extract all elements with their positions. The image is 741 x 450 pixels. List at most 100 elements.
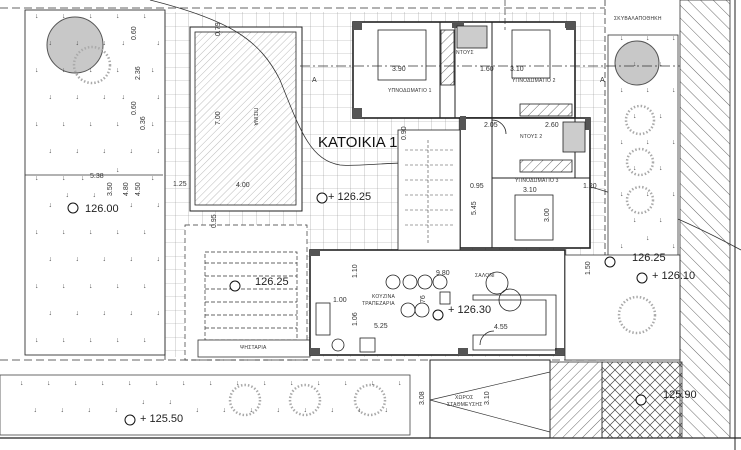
room-label-kitchen: ΚΟΥΖΙΝΑ xyxy=(372,294,395,300)
entrance-area xyxy=(564,254,681,361)
grass-marker: ↓ xyxy=(620,87,624,94)
grass-marker: ↓ xyxy=(49,148,53,155)
dimension-label: 2.60 xyxy=(545,122,559,129)
dimension-label: 3.10 xyxy=(523,187,537,194)
grass-marker: ↓ xyxy=(35,175,39,182)
grass-marker: ↓ xyxy=(89,283,93,290)
grass-marker: ↓ xyxy=(62,13,66,20)
grass-marker: ↓ xyxy=(62,337,66,344)
grass-marker: ↓ xyxy=(35,229,39,236)
grass-marker: ↓ xyxy=(620,35,624,42)
grass-marker: ↓ xyxy=(304,407,308,414)
grass-marker: ↓ xyxy=(646,139,650,146)
room-label-shower-1: ΝΤΟΥΣ xyxy=(456,50,474,56)
grass-marker: ↓ xyxy=(81,175,85,182)
grass-marker: ↓ xyxy=(88,407,92,414)
grass-marker: ↓ xyxy=(633,165,637,172)
wardrobe-1 xyxy=(440,29,455,86)
stairs xyxy=(405,140,455,245)
grass-marker: ↓ xyxy=(89,229,93,236)
dimension-label: 3.90 xyxy=(392,66,406,73)
dimension-label: 1.25 xyxy=(173,181,187,188)
room-label-parking-2: ΣΤΑΘΜΕΥΣΗΣ xyxy=(447,402,483,408)
room-label-pool: ΠΙΣΙΝΑ xyxy=(252,108,258,126)
grass-marker: ↓ xyxy=(250,407,254,414)
grass-marker: ↓ xyxy=(236,380,240,387)
grass-marker: ↓ xyxy=(223,407,227,414)
grass-marker: ↓ xyxy=(62,67,66,74)
grass-marker: ↓ xyxy=(398,380,402,387)
dimension-label: 4.80 xyxy=(123,182,130,196)
grass-marker: ↓ xyxy=(62,175,66,182)
grass-marker: ↓ xyxy=(358,407,362,414)
dimension-label: 1.20 xyxy=(583,183,597,190)
hatched-path xyxy=(549,361,603,439)
dimension-label: 0.95 xyxy=(470,183,484,190)
dimension-labels: 5.38 4.80 4.50 3.50 2.36 0.60 0.36 0.60 … xyxy=(90,22,597,405)
room-label-dining: ΤΡΑΠΕΖΑΡΙΑ xyxy=(362,301,395,307)
sink xyxy=(315,302,331,336)
grass-marker: ↓ xyxy=(116,229,120,236)
room-label-bbq: ΨΗΣΤΑΡΙΑ xyxy=(240,345,267,351)
grass-marker: ↓ xyxy=(62,229,66,236)
grass-marker: ↓ xyxy=(49,256,53,263)
grass-marker: ↓ xyxy=(209,380,213,387)
grass-marker: ↓ xyxy=(385,407,389,414)
grass-marker: ↓ xyxy=(49,202,53,209)
dimension-label: 4.50 xyxy=(135,182,142,196)
dimension-label: 3.10 xyxy=(484,391,491,405)
wardrobe-2 xyxy=(519,103,573,117)
room-label-bedroom-1: ΥΠΝΟΔΩΜΑΤΙΟ 1 xyxy=(388,88,432,94)
grass-marker: ↓ xyxy=(76,310,80,317)
grass-marker: ↓ xyxy=(89,337,93,344)
wardrobe-3 xyxy=(519,159,573,173)
grass-marker: ↓ xyxy=(89,121,93,128)
dimension-label: 0.36 xyxy=(140,116,147,130)
trees xyxy=(46,16,660,417)
dimension-label: 5.25 xyxy=(374,323,388,330)
columns xyxy=(310,22,591,355)
grass-marker: ↓ xyxy=(633,113,637,120)
grass-marker: ↓ xyxy=(116,283,120,290)
grass-marker: ↓ xyxy=(35,283,39,290)
grass-marker: ↓ xyxy=(143,283,147,290)
grass-marker: ↓ xyxy=(76,40,80,47)
grass-marker: ↓ xyxy=(103,310,107,317)
tree-canopy-right xyxy=(614,40,660,86)
dimension-label: 0.60 xyxy=(131,101,138,115)
grass-marker: ↓ xyxy=(47,380,51,387)
grass-marker: ↓ xyxy=(317,380,321,387)
dimension-label: 3.50 xyxy=(107,182,114,196)
grass-marker: ↓ xyxy=(62,121,66,128)
grass-marker: ↓ xyxy=(130,310,134,317)
dimension-label: 4.00 xyxy=(236,182,250,189)
dimension-label: 3.08 xyxy=(419,391,426,405)
dimension-label: 0.90 xyxy=(401,126,408,140)
grass-marker: ↓ xyxy=(620,139,624,146)
sofa xyxy=(472,294,557,351)
dimension-label: 2.05 xyxy=(484,122,498,129)
grass-marker: ↓ xyxy=(130,256,134,263)
grass-marker: ↓ xyxy=(344,380,348,387)
grass-marker: ↓ xyxy=(263,380,267,387)
grass-markers: ↓ ↓ ↓ ↓ ↓ ↓ ↓ ↓ ↓ ↓ ↓ ↓ ↓ ↓ ↓ ↓ ↓ ↓ ↓ ↓ ↓ ↓ ↓ ↓ ↓ ↓ ↓ ↓ ↓ ↓ ↓ ↓ ↓ ↓ ↓ ↓ ↓ ↓ ↓ ↓… xyxy=(20,13,676,414)
pergola xyxy=(184,224,311,361)
grass-marker: ↓ xyxy=(659,113,663,120)
grass-marker: ↓ xyxy=(633,217,637,224)
grass-marker: ↓ xyxy=(103,148,107,155)
dimension-label: 1.60 xyxy=(480,66,494,73)
room-label-living: ΣΑΛΟΝΙ xyxy=(475,273,495,279)
shower-tray-1 xyxy=(456,25,488,49)
grass-marker: ↓ xyxy=(103,94,107,101)
grass-marker: ↓ xyxy=(20,380,24,387)
dimension-label: 1.00 xyxy=(333,297,347,304)
grass-marker: ↓ xyxy=(93,192,97,199)
dimension-label: 3.00 xyxy=(544,208,551,222)
grass-marker: ↓ xyxy=(103,40,107,47)
room-label-shower-2: ΝΤΟΥΣ 2 xyxy=(520,134,542,140)
grass-marker: ↓ xyxy=(646,235,650,242)
room-label-bedroom-2: ΥΠΝΟΔΩΜΑΤΙΟ 2 xyxy=(512,78,556,84)
grass-marker: ↓ xyxy=(620,191,624,198)
grass-marker: ↓ xyxy=(130,202,134,209)
grass-marker: ↓ xyxy=(371,380,375,387)
